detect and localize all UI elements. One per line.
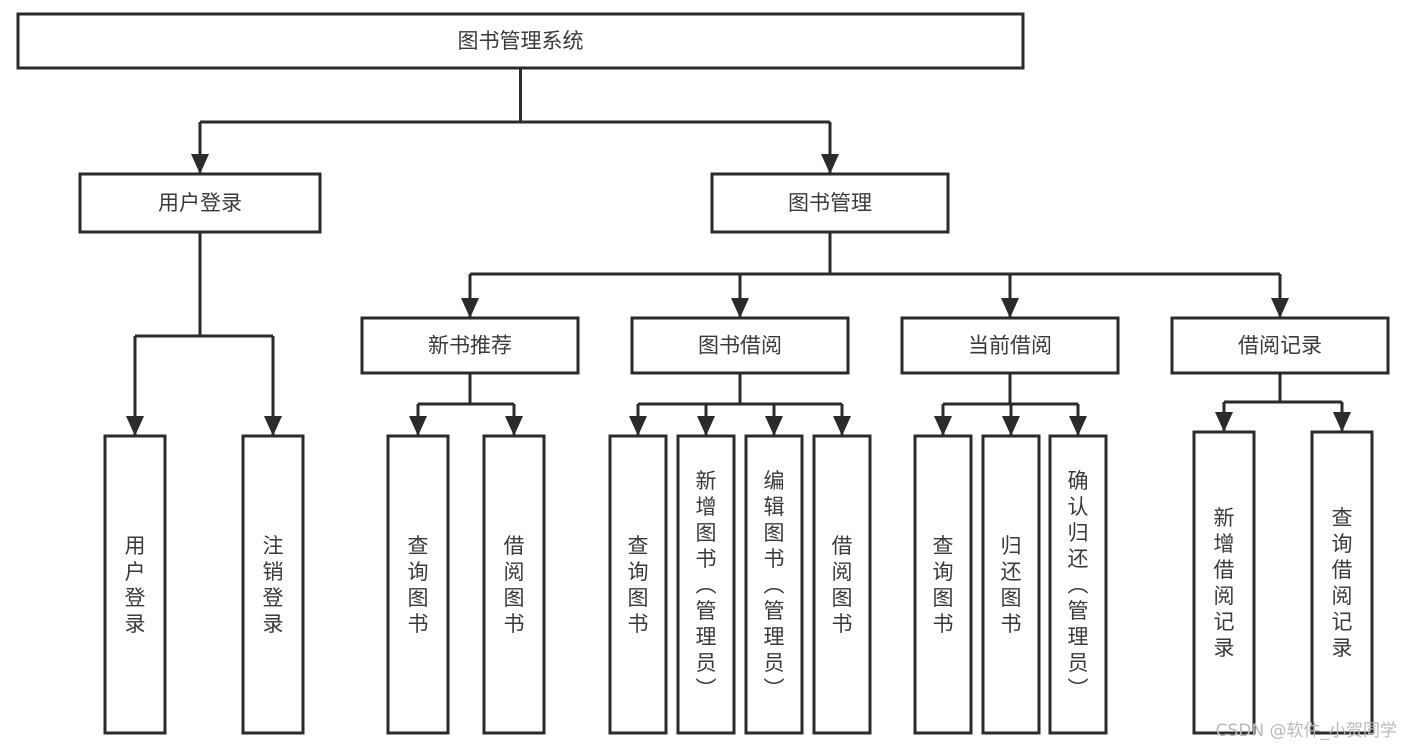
arrow-head-icon [126, 416, 144, 436]
node-box[interactable] [1310, 430, 1374, 735]
arrow-head-icon [1215, 412, 1233, 432]
node-box[interactable] [1048, 434, 1108, 735]
arrow-head-icon [264, 416, 282, 436]
node-leaf-query-record[interactable]: 查询借阅记录 [1310, 430, 1374, 735]
node-label: 借阅图书 [832, 534, 853, 636]
node-box[interactable] [630, 316, 850, 375]
node-label: 图书管理系统 [458, 29, 584, 53]
arrow-head-icon [629, 416, 647, 436]
node-label: 新增借阅记录 [1214, 506, 1235, 660]
node-label: 新书推荐 [428, 334, 512, 358]
arrow-head-icon [505, 416, 523, 436]
arrow-head-icon [934, 416, 952, 436]
node-leaf-logout[interactable]: 注销登录 [241, 434, 305, 735]
node-box[interactable] [608, 434, 668, 735]
node-box[interactable] [710, 172, 950, 234]
arrow-head-icon [765, 416, 783, 436]
node-box[interactable] [78, 172, 322, 234]
node-label: 查询借阅记录 [1332, 506, 1353, 660]
arrow-head-icon [1069, 416, 1087, 436]
node-root[interactable]: 图书管理系统 [16, 12, 1025, 70]
node-label: 编辑图书︵管理员︶ [764, 469, 785, 701]
node-label: 图书管理 [788, 191, 872, 215]
node-layer: 图书管理系统用户登录图书管理新书推荐图书借阅当前借阅借阅记录用户登录注销登录查询… [16, 12, 1390, 735]
connector-layer [126, 68, 1351, 436]
node-user-login[interactable]: 用户登录 [78, 172, 322, 234]
node-box[interactable] [1192, 430, 1256, 735]
arrow-head-icon [1002, 416, 1020, 436]
node-label: 借阅记录 [1238, 334, 1322, 358]
node-label: 图书借阅 [698, 334, 782, 358]
arrow-head-icon [191, 154, 209, 174]
node-label: 查询图书 [408, 534, 429, 636]
arrow-head-icon [697, 416, 715, 436]
node-leaf-query-book-recommend[interactable]: 查询图书 [386, 434, 450, 735]
node-leaf-user-login[interactable]: 用户登录 [103, 434, 167, 735]
node-box[interactable] [812, 434, 872, 735]
node-box[interactable] [482, 434, 546, 735]
node-label: 归还图书 [1001, 534, 1022, 636]
node-label: 查询图书 [933, 534, 954, 636]
node-box[interactable] [103, 434, 167, 735]
node-box[interactable] [981, 434, 1041, 735]
node-label: 用户登录 [125, 534, 146, 636]
arrow-head-icon [1001, 298, 1019, 318]
node-leaf-borrow-book-recommend[interactable]: 借阅图书 [482, 434, 546, 735]
node-box[interactable] [360, 316, 580, 375]
node-current-borrow[interactable]: 当前借阅 [900, 316, 1120, 375]
node-leaf-borrow-book[interactable]: 借阅图书 [812, 434, 872, 735]
node-leaf-edit-book[interactable]: 编辑图书︵管理员︶ [744, 434, 804, 735]
node-leaf-confirm-return[interactable]: 确认归还︵管理员︶ [1048, 434, 1108, 735]
node-box[interactable] [676, 434, 736, 735]
node-label: 借阅图书 [504, 534, 525, 636]
node-label: 新增图书︵管理员︶ [696, 469, 717, 701]
node-book-manage[interactable]: 图书管理 [710, 172, 950, 234]
csdn-watermark: CSDN @软件_小贺同学 [1215, 721, 1397, 741]
node-label: 用户登录 [158, 191, 242, 215]
node-box[interactable] [913, 434, 973, 735]
node-box[interactable] [900, 316, 1120, 375]
arrow-head-icon [409, 416, 427, 436]
node-box[interactable] [1170, 316, 1390, 375]
arrow-head-icon [821, 154, 839, 174]
arrow-head-icon [1271, 298, 1289, 318]
node-leaf-query-book-current[interactable]: 查询图书 [913, 434, 973, 735]
node-box[interactable] [744, 434, 804, 735]
node-box[interactable] [241, 434, 305, 735]
node-leaf-return-book[interactable]: 归还图书 [981, 434, 1041, 735]
node-leaf-query-book-borrow[interactable]: 查询图书 [608, 434, 668, 735]
node-label: 注销登录 [263, 534, 284, 636]
node-book-borrow[interactable]: 图书借阅 [630, 316, 850, 375]
node-box[interactable] [386, 434, 450, 735]
node-leaf-add-record[interactable]: 新增借阅记录 [1192, 430, 1256, 735]
node-new-book-recommend[interactable]: 新书推荐 [360, 316, 580, 375]
node-label: 查询图书 [628, 534, 649, 636]
node-box[interactable] [16, 12, 1025, 70]
node-label: 确认归还︵管理员︶ [1068, 469, 1089, 701]
arrow-head-icon [461, 298, 479, 318]
arrow-head-icon [833, 416, 851, 436]
arrow-head-icon [731, 298, 749, 318]
node-label: 当前借阅 [968, 334, 1052, 358]
arrow-head-icon [1333, 412, 1351, 432]
node-borrow-record[interactable]: 借阅记录 [1170, 316, 1390, 375]
node-leaf-add-book[interactable]: 新增图书︵管理员︶ [676, 434, 736, 735]
